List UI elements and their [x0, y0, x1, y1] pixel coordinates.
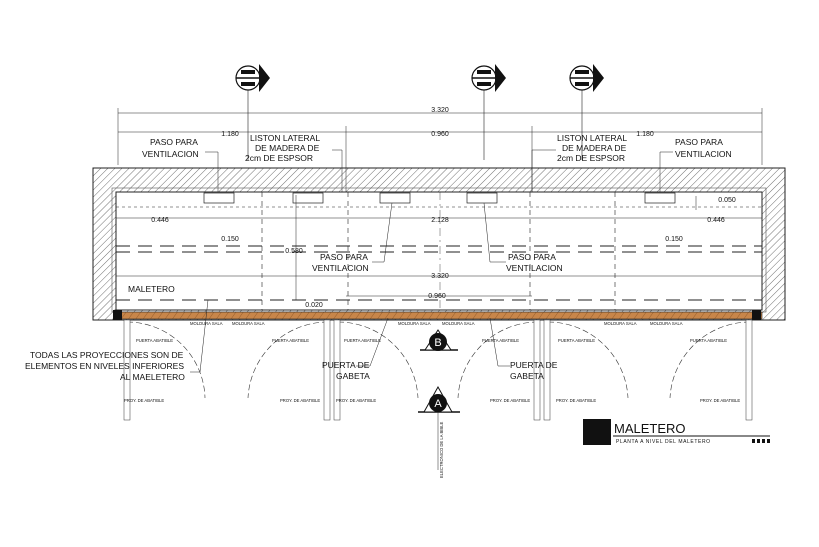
dim-right-inner-text: 0.446 [707, 217, 725, 224]
svg-text:PUERTA ABATIBLE: PUERTA ABATIBLE [136, 338, 173, 343]
liston-right-label: LISTON LATERAL DE MADERA DE 2cm DE ESPSO… [557, 133, 629, 163]
hidden-lines [116, 192, 762, 310]
svg-text:MOLDURA SALA: MOLDURA SALA [604, 321, 637, 326]
svg-text:PUERTA ABATIBLE: PUERTA ABATIBLE [344, 338, 381, 343]
svg-text:PROY. DE ABATIBLE: PROY. DE ABATIBLE [124, 398, 164, 403]
dimension-height: 0.580 [285, 195, 303, 300]
dimension-overall-inner: 3.320 [116, 273, 762, 280]
svg-text:MOLDURA SALA: MOLDURA SALA [650, 321, 683, 326]
dimension-inner-row: 0.446 2.128 0.446 0.150 0.150 0.050 [116, 196, 762, 243]
svg-text:PROY. DE ABATIBLE: PROY. DE ABATIBLE [556, 398, 596, 403]
svg-text:PROY. DE ABATIBLE: PROY. DE ABATIBLE [490, 398, 530, 403]
vent-top-right-label: PASO PARA VENTILACION [675, 137, 732, 159]
svg-text:PUERTA ABATIBLE: PUERTA ABATIBLE [482, 338, 519, 343]
section-marker-top-1 [235, 64, 270, 160]
dim-right-small-text: 0.150 [665, 236, 683, 243]
projections-note: TODAS LAS PROYECCIONES SON DE ELEMENTOS … [25, 350, 186, 382]
vent-mid-left-label: PASO PARA VENTILACION [312, 252, 370, 273]
dim-left-top-text: 1.180 [221, 131, 239, 138]
section-marker-top-2 [471, 64, 506, 160]
section-marker-b: B [420, 329, 458, 351]
maletero-label: MALETERO [128, 284, 175, 294]
dim-right-top-text: 1.180 [636, 131, 654, 138]
section-marker-a: A ELECTRONICO DE LA BIBLE [418, 385, 460, 478]
small-labels: MOLDURA SALA MOLDURA SALA MOLDURA SALA M… [124, 321, 740, 403]
vent-mid-right-label: PASO PARA VENTILACION [506, 252, 563, 273]
vertical-note: ELECTRONICO DE LA BIBLE [439, 421, 444, 478]
door-swings [126, 321, 751, 399]
door-posts [123, 319, 753, 421]
dim-bottom-middle-text: 0.960 [428, 293, 446, 300]
dim-bottom-small-text: 0.020 [305, 302, 323, 309]
section-b-text: B [434, 337, 441, 349]
wall-frame [92, 167, 786, 321]
dim-overall-inner-text: 3.320 [431, 273, 449, 280]
dim-overall-top-text: 3.320 [431, 107, 449, 114]
svg-text:MOLDURA SALA: MOLDURA SALA [398, 321, 431, 326]
vent-top-left-label: PASO PARA VENTILACION [142, 137, 200, 159]
vent-openings [203, 192, 676, 204]
svg-text:PROY. DE ABATIBLE: PROY. DE ABATIBLE [336, 398, 376, 403]
door-right-label: PUERTA DE GABETA [510, 360, 560, 381]
svg-text:MOLDURA SALA: MOLDURA SALA [442, 321, 475, 326]
svg-text:PUERTA ABATIBLE: PUERTA ABATIBLE [558, 338, 595, 343]
section-marker-top-3 [569, 64, 604, 160]
dim-center-inner-text: 2.128 [431, 217, 449, 224]
svg-text:MOLDURA SALA: MOLDURA SALA [232, 321, 265, 326]
dimension-overall-top: 3.320 [117, 107, 763, 165]
wood-strip [115, 311, 763, 320]
dim-middle-top-text: 0.960 [431, 131, 449, 138]
title-block: MALETERO PLANTA A NIVEL DEL MALETERO [583, 419, 770, 445]
svg-text:PUERTA ABATIBLE: PUERTA ABATIBLE [272, 338, 309, 343]
title-text: MALETERO [614, 421, 686, 436]
section-a-text: A [434, 398, 442, 410]
dim-height-text: 0.580 [285, 248, 303, 255]
svg-text:PROY. DE ABATIBLE: PROY. DE ABATIBLE [280, 398, 320, 403]
svg-text:PUERTA ABATIBLE: PUERTA ABATIBLE [690, 338, 727, 343]
dimension-bottom: 0.960 0.020 [305, 293, 532, 309]
subtitle-text: PLANTA A NIVEL DEL MALETERO [616, 439, 711, 445]
dim-left-inner-text: 0.446 [151, 217, 169, 224]
svg-text:PROY. DE ABATIBLE: PROY. DE ABATIBLE [700, 398, 740, 403]
liston-left-label: LISTON LATERAL DE MADERA DE 2cm DE ESPSO… [245, 133, 322, 163]
svg-text:MOLDURA SALA: MOLDURA SALA [190, 321, 223, 326]
dim-left-small-text: 0.150 [221, 236, 239, 243]
dim-right-offset-text: 0.050 [718, 197, 736, 204]
door-left-label: PUERTA DE GABETA [322, 360, 372, 381]
